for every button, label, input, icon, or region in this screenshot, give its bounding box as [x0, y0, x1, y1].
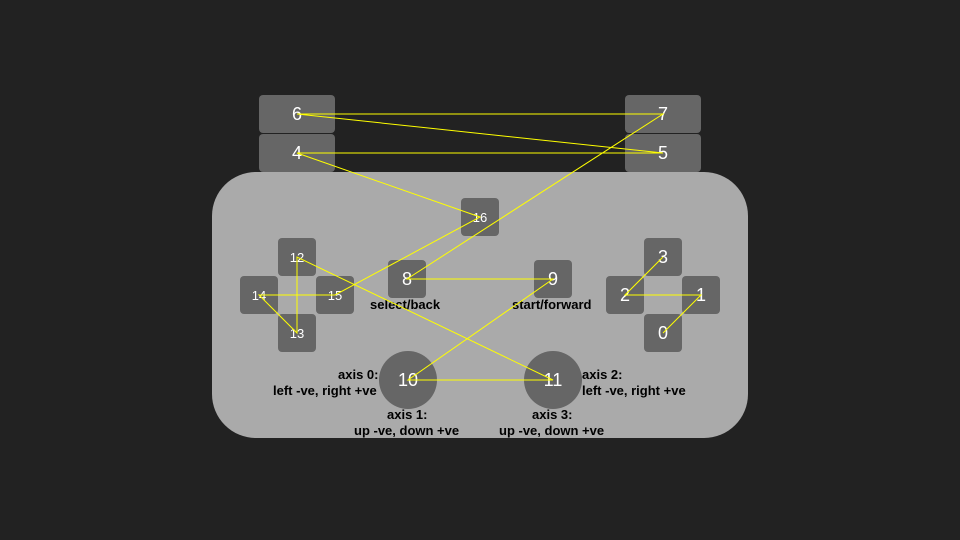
axis-2-description: left -ve, right +ve: [582, 383, 686, 398]
axis-0-title: axis 0:: [338, 367, 379, 382]
button-7-right-trigger[interactable]: 7: [625, 95, 701, 133]
button-9-start[interactable]: 9: [534, 260, 572, 298]
button-8-select[interactable]: 8: [388, 260, 426, 298]
button-1-face-right[interactable]: 1: [682, 276, 720, 314]
button-15-dpad-right[interactable]: 15: [316, 276, 354, 314]
button-5-right-bumper[interactable]: 5: [625, 134, 701, 172]
button-4-left-bumper[interactable]: 4: [259, 134, 335, 172]
axis-1-title: axis 1:: [387, 407, 428, 422]
button-6-left-trigger[interactable]: 6: [259, 95, 335, 133]
select-label: select/back: [370, 297, 441, 312]
button-3-face-top[interactable]: 3: [644, 238, 682, 276]
button-0-face-bottom[interactable]: 0: [644, 314, 682, 352]
button-14-dpad-left[interactable]: 14: [240, 276, 278, 314]
axis-1-description: up -ve, down +ve: [354, 423, 460, 438]
button-12-dpad-up[interactable]: 12: [278, 238, 316, 276]
button-16-home[interactable]: 16: [461, 198, 499, 236]
axis-3-description: up -ve, down +ve: [499, 423, 605, 438]
button-13-dpad-down[interactable]: 13: [278, 314, 316, 352]
axis-0-description: left -ve, right +ve: [273, 383, 377, 398]
button-2-face-left[interactable]: 2: [606, 276, 644, 314]
start-label: start/forward: [512, 297, 592, 312]
button-10-left-stick[interactable]: 10: [379, 351, 437, 409]
axis-2-title: axis 2:: [582, 367, 623, 382]
button-11-right-stick[interactable]: 11: [524, 351, 582, 409]
axis-3-title: axis 3:: [532, 407, 573, 422]
